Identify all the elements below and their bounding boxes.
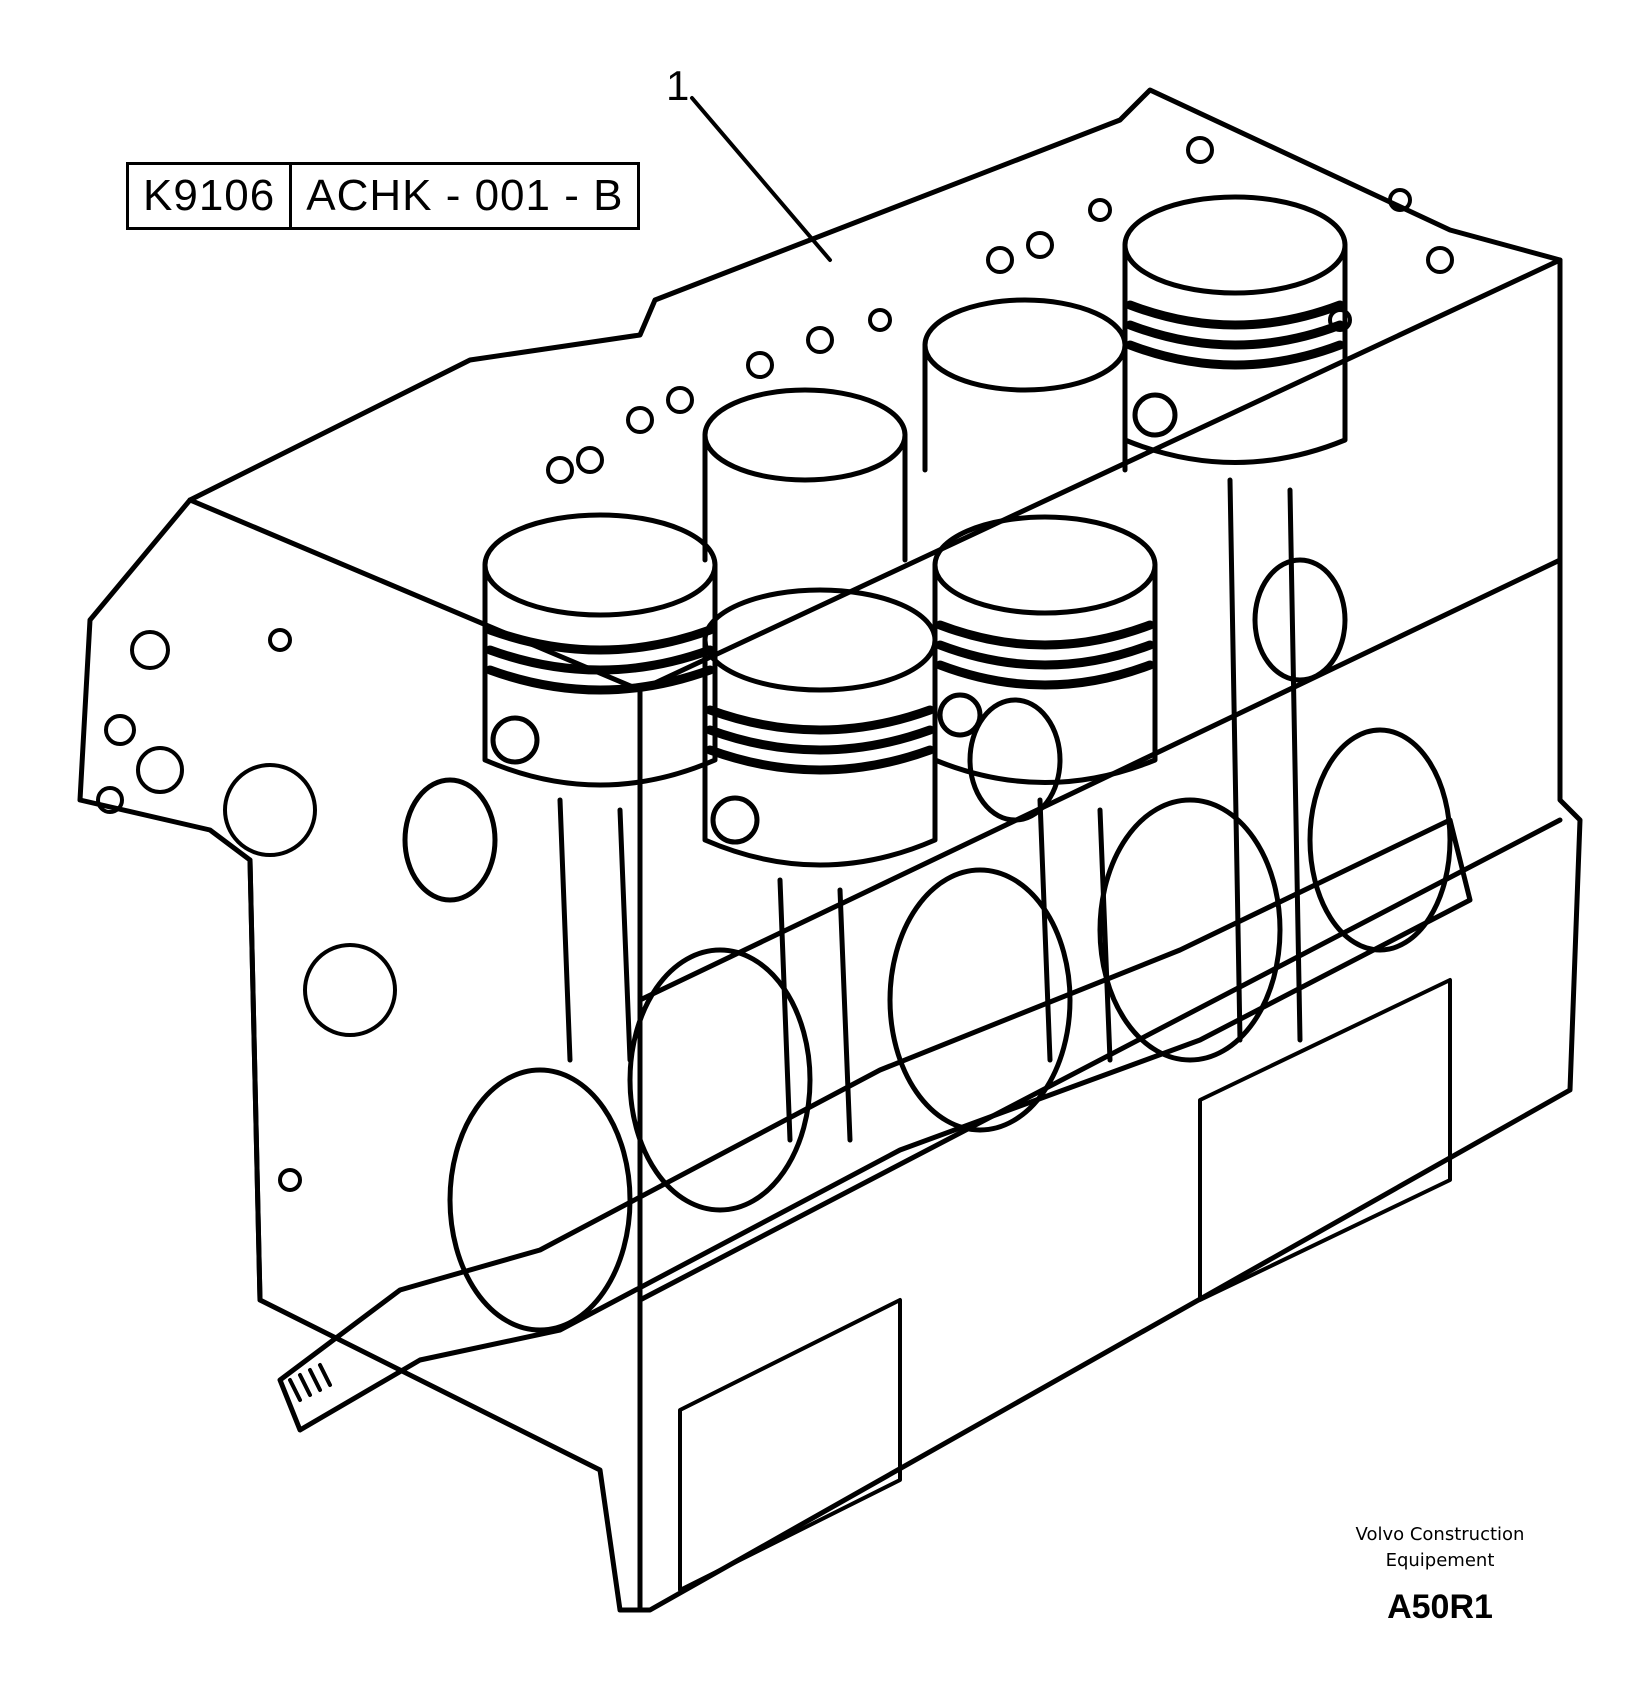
- block-outline: [77, 87, 1583, 1613]
- reference-code-right: ACHK - 001 - B: [289, 165, 637, 227]
- block-side-rib-2: [637, 817, 1563, 1303]
- piston-3: [932, 514, 1158, 785]
- publisher-credit-line-2: Equipement: [1385, 1550, 1495, 1571]
- front-plate-edge: [247, 857, 263, 1303]
- lower-panels: [678, 978, 1452, 1592]
- front-plate-holes: [96, 628, 397, 1192]
- callout-number-1: 1: [666, 62, 690, 109]
- piston-1: [482, 512, 718, 788]
- cylinder-bores: [702, 297, 1128, 563]
- publisher-credit-line-1: Volvo Construction: [1355, 1524, 1525, 1545]
- connecting-rods: [402, 477, 1348, 1143]
- bore-2: [922, 297, 1128, 393]
- bore-1: [702, 387, 908, 483]
- block-side-rib-1: [637, 557, 1563, 1003]
- reference-code-box: K9106 ACHK - 001 - B: [126, 162, 641, 230]
- reference-code-left: K9106: [143, 171, 276, 220]
- publisher-credit: Volvo Construction Equipement: [1330, 1522, 1550, 1574]
- callout-1-leader: [690, 96, 832, 262]
- piston-4: [1122, 194, 1348, 465]
- deck-holes: [546, 136, 1454, 484]
- pistons: [482, 194, 1348, 868]
- figure-code: A50R1: [1387, 1588, 1493, 1626]
- crankshaft: [277, 727, 1473, 1433]
- piston-2: [702, 587, 938, 868]
- deck-right-edge: [637, 257, 1563, 693]
